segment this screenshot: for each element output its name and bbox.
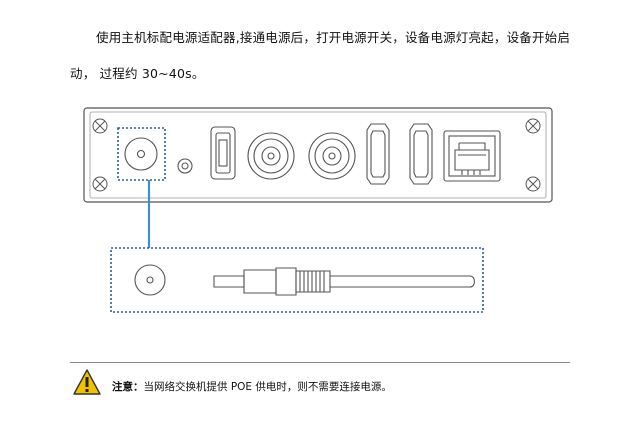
note-text: 注意：当网络交换机提供 POE 供电时，则不需要连接电源。 <box>112 379 392 394</box>
instruction-line-1: 使用主机标配电源适配器,接通电源后，打开电源开关，设备电源灯亮起，设备开始启 <box>96 30 571 45</box>
divider-line <box>70 362 570 363</box>
instruction-line-2: 动， 过程约 30~40s。 <box>70 66 205 81</box>
device-rear-panel <box>83 107 553 203</box>
bnc-connector-1 <box>247 132 295 180</box>
note-box: 注意：当网络交换机提供 POE 供电时，则不需要连接电源。 <box>72 366 392 398</box>
ethernet-port <box>443 130 501 182</box>
bnc-connector-2 <box>308 132 356 180</box>
dc-jack-highlight <box>117 127 166 181</box>
power-switch <box>177 158 193 174</box>
dc-power-jack <box>124 137 158 171</box>
hdmi-port-2 <box>409 123 433 185</box>
note-body: 当网络交换机提供 POE 供电时，则不需要连接电源。 <box>143 380 392 393</box>
screw-icon <box>92 176 108 192</box>
dc-jack-detail <box>134 264 166 296</box>
hdmi-port-1 <box>366 123 390 185</box>
usb-port <box>210 126 236 180</box>
power-cable-detail-box <box>110 247 484 313</box>
warning-triangle-icon <box>73 369 101 395</box>
screw-icon <box>525 118 541 134</box>
note-label: 注意： <box>112 380 144 393</box>
power-plug-detail <box>213 267 476 296</box>
screw-icon <box>525 176 541 192</box>
screw-icon <box>92 118 108 134</box>
